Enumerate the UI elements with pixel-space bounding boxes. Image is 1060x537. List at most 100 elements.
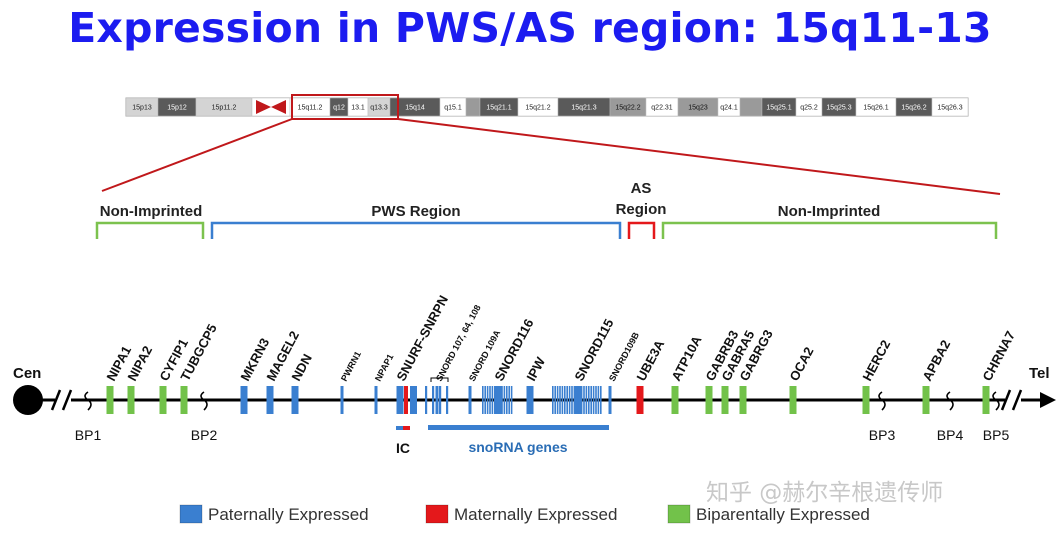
gene-ube3a: UBE3A (633, 337, 668, 414)
zoom-selection-box (291, 94, 399, 120)
breakpoint-bp5: BP5 (983, 391, 1010, 443)
gene-box (240, 386, 248, 414)
region-label-non-imprinted-right: Non-Imprinted (778, 203, 881, 220)
gene-box (922, 386, 930, 414)
snorna-copy (498, 386, 501, 414)
snorna-copy (491, 386, 494, 414)
ideogram-band-label: 15q25.1 (766, 105, 791, 112)
breakpoint-label: BP1 (75, 427, 102, 443)
snorna-copy (590, 386, 592, 414)
breakpoint-label: BP3 (869, 427, 896, 443)
legend-item-maternal: Maternally Expressed (425, 504, 617, 524)
snorna-copy (486, 386, 489, 414)
gene-herc2: HERC2 (859, 337, 893, 414)
gene-box (526, 386, 534, 414)
snord-tick (446, 386, 449, 414)
snord-tick (439, 386, 442, 414)
snorna-genes-label: snoRNA genes (468, 439, 567, 455)
gene-tick (374, 386, 378, 414)
ideogram-band-label: 15q21.3 (571, 105, 596, 112)
gene-box (291, 386, 299, 414)
snorna-copy (566, 386, 568, 414)
legend-label: Biparentally Expressed (696, 505, 870, 524)
gene-box (127, 386, 135, 414)
snord116-cluster (482, 386, 513, 414)
snorna-copy (508, 386, 510, 414)
snorna-copy (573, 386, 576, 414)
snorna-copy (578, 386, 580, 414)
snorna-copy (556, 386, 559, 414)
ideogram-band (931, 97, 969, 117)
breakpoint-label: BP5 (983, 427, 1010, 443)
region-label-as-line2: Region (616, 201, 667, 218)
snorna-copy (580, 386, 583, 414)
ideogram-band-label: 15q26.3 (937, 105, 962, 112)
snorna-copy (561, 386, 564, 414)
snorna-copy (597, 386, 600, 414)
breakpoint-bp4: BP4 (937, 391, 964, 443)
axis-break-right (1000, 388, 1023, 412)
gene-label: IPW (523, 354, 548, 383)
snorna-copy (489, 386, 491, 414)
gene-tick (468, 386, 472, 414)
gene-box (982, 386, 990, 414)
ideogram-band-label: q25.2 (800, 105, 818, 112)
gene-label: UBE3A (633, 337, 667, 383)
snord-tick (432, 386, 435, 414)
legend-swatch (425, 504, 449, 524)
breakpoint-bp1: BP1 (75, 391, 102, 443)
legend-item-biparental: Biparentally Expressed (667, 504, 870, 524)
gene-apba2: APBA2 (919, 337, 953, 414)
ideogram-band-label: 15q21.2 (525, 105, 550, 112)
bracket-non-imprinted-right (661, 221, 998, 239)
gene-ndn: NDN (288, 351, 315, 414)
gene-box (705, 386, 713, 414)
region-label-as-line1: AS (631, 180, 652, 197)
snorna-copy (583, 386, 585, 414)
centromere-marker-left (256, 100, 271, 114)
ideogram-band-label: 15q23 (688, 105, 708, 112)
ideogram-band-label: q24.1 (720, 105, 738, 112)
breakpoint-squiggle (84, 391, 92, 411)
ideogram-band-label: 15p11.2 (212, 105, 237, 112)
legend: Paternally Expressed Maternally Expressed… (179, 504, 870, 524)
snorna-genes-bar (428, 425, 609, 430)
gene-label: OCA2 (786, 344, 816, 383)
snorna-copy (576, 386, 578, 414)
snorna-copy (496, 386, 498, 414)
snorna-copy (592, 386, 595, 414)
ic-label: IC (396, 440, 410, 456)
gene-snurf-snrpn: SNURF-SNRPN (393, 293, 451, 414)
snurf-snrpn-box-2 (410, 386, 417, 414)
ideogram-band-label: 15q21.1 (486, 105, 511, 112)
legend-swatch (179, 504, 203, 524)
snorna-copy (552, 386, 554, 414)
region-label-non-imprinted-left: Non-Imprinted (100, 203, 203, 220)
gene-box (396, 386, 404, 414)
breakpoint-label: BP4 (937, 427, 964, 443)
ideogram-band-label: q15.1 (444, 105, 462, 112)
ideogram-band-label: 15q22.2 (615, 105, 640, 112)
zoom-line-right (397, 118, 1001, 195)
ic-axis-marker (404, 386, 408, 414)
ideogram-band (739, 97, 763, 117)
legend-item-paternal: Paternally Expressed (179, 504, 369, 524)
gene-box (671, 386, 679, 414)
snorna-copy (554, 386, 556, 414)
breakpoint-bp2: BP2 (191, 391, 217, 443)
zoom-line-left (101, 118, 293, 192)
snorna-copy (506, 386, 508, 414)
ideogram-band-label: q12 (333, 105, 345, 112)
gene-box (789, 386, 797, 414)
gene-box (266, 386, 274, 414)
breakpoint-bp3: BP3 (869, 391, 896, 443)
gene-label: PWRN1 (339, 350, 363, 383)
watermark-text: 知乎 @赫尔辛根遗传师 (706, 480, 943, 506)
gene-snord-107-64-108: SNORD 107, 64, 108 (434, 303, 483, 414)
region-label-pws: PWS Region (371, 203, 460, 220)
snorna-copy (585, 386, 588, 414)
ideogram-band-label: 15q26.1 (863, 105, 888, 112)
